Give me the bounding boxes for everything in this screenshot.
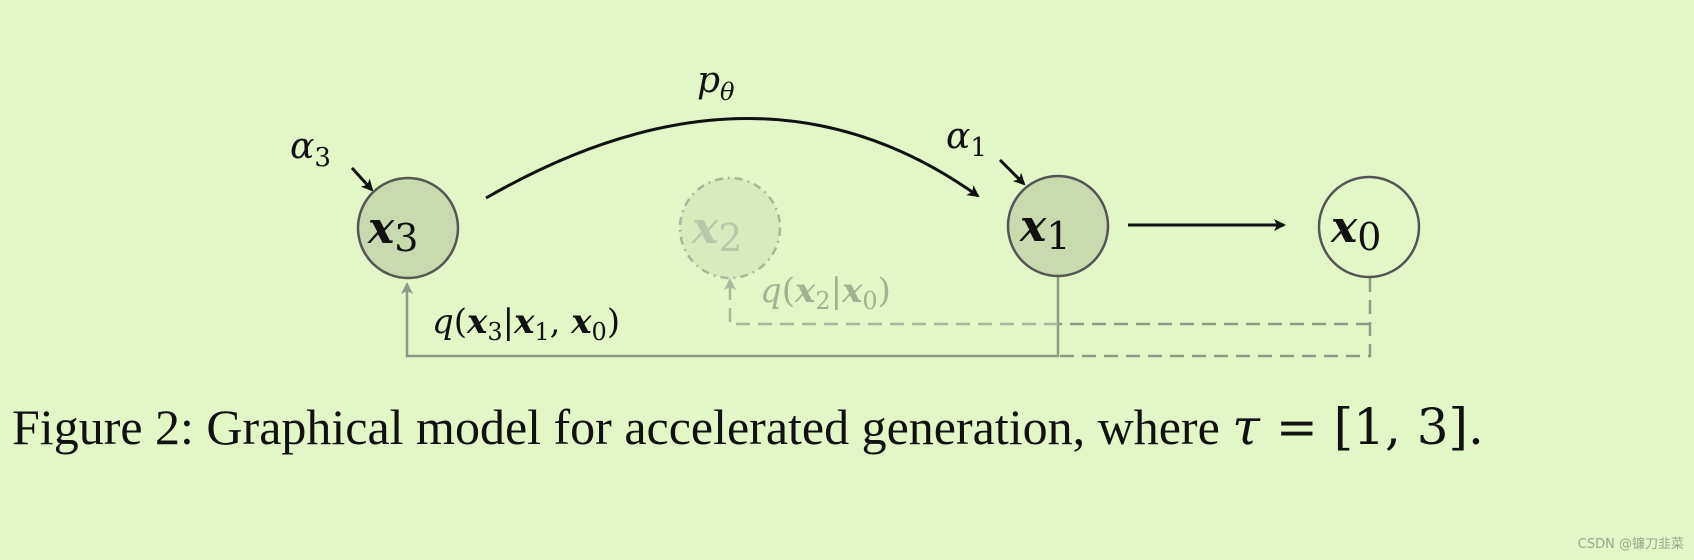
node-x3-base: x: [367, 203, 395, 254]
node-x1: x1: [1006, 174, 1110, 278]
node-x2-base: x: [691, 203, 719, 254]
svg-text:x0: x0: [1330, 202, 1381, 259]
watermark: CSDN @镰刀韭菜: [1577, 537, 1684, 552]
svg-text:x3: x3: [367, 203, 418, 260]
caption-tau: τ: [1232, 398, 1260, 456]
p-theta-label: pθ: [697, 60, 735, 106]
alpha3-label: α3: [290, 126, 331, 173]
graphical-model-diagram: x3 x2 x1 x0 pθ α3: [290, 60, 1421, 358]
x0-dashed-line-lower: [1058, 278, 1372, 358]
q-x3-label: q(x3|x1, x0): [432, 302, 620, 346]
node-x2-sub: 2: [718, 216, 742, 260]
node-x2: x2: [678, 176, 782, 280]
caption-equals: = [1, 3].: [1259, 398, 1484, 456]
alpha1-arrow: [998, 158, 1026, 186]
q-x2-connector: [724, 278, 1058, 326]
node-x3: x3: [356, 176, 460, 280]
svg-text:x2: x2: [691, 203, 742, 260]
node-x1-sub: 1: [1046, 214, 1070, 258]
p-theta-arrow: [485, 117, 980, 200]
q-x2-label: q(x2|x0): [760, 271, 891, 315]
alpha1-label: α1: [946, 116, 987, 163]
caption-text: Figure 2: Graphical model for accelerate…: [12, 399, 1233, 455]
node-x1-base: x: [1019, 201, 1047, 252]
svg-text:x1: x1: [1019, 201, 1070, 258]
node-x0-base: x: [1330, 202, 1358, 253]
alpha3-arrow: [350, 166, 374, 192]
figure-caption: Figure 2: Graphical model for accelerate…: [12, 398, 1484, 456]
node-x0-sub: 0: [1357, 215, 1381, 259]
node-x0: x0: [1317, 175, 1421, 279]
node-x3-sub: 3: [394, 216, 418, 260]
q-x3-connector: [401, 258, 1060, 358]
